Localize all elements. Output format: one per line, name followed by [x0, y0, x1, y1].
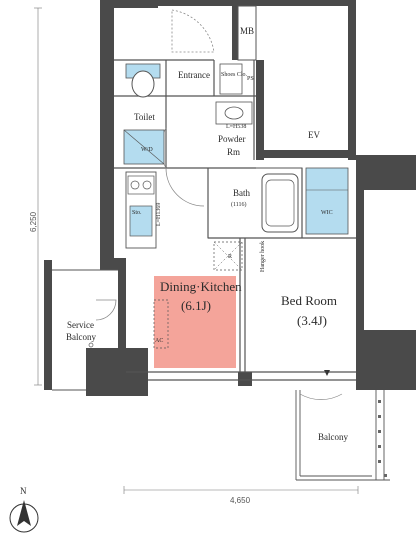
north-arrow-icon: [9, 500, 39, 533]
l-height-label-2: L=H1369: [156, 203, 162, 226]
ac-label: AC: [155, 338, 163, 344]
powder-room-label-line1: Powder: [218, 134, 246, 144]
service-balcony-label-2: Balcony: [66, 332, 96, 342]
refrigerator-space: [213, 241, 243, 271]
dimension-lines: [34, 7, 359, 494]
mb-room: [237, 5, 257, 61]
kitchen-sink: [129, 205, 153, 237]
service-balcony-door: [95, 299, 117, 321]
wall-mb: [232, 0, 238, 60]
mb-label: MB: [240, 26, 254, 36]
wall-right-lower-column: [356, 330, 416, 390]
wic: [305, 167, 349, 235]
width-dimension: 4,650: [230, 496, 251, 505]
wall-ev-bottom: [256, 150, 356, 158]
bed-room-label: Bed Room: [281, 293, 337, 308]
wall-top-right: [238, 0, 353, 6]
wic-label: WIC: [321, 210, 333, 216]
powder-room-label-line2: Rm: [227, 147, 240, 157]
bathtub: [261, 173, 299, 233]
ac-cabinet: [153, 299, 169, 349]
stove: [127, 175, 155, 195]
wall-top-entrance: [158, 0, 238, 6]
ps-label: PS: [247, 76, 254, 82]
service-balcony-outline: [52, 269, 118, 391]
wall-right-column: [356, 155, 416, 190]
kitchen-door-swing: [165, 167, 205, 207]
wall-left-step: [100, 258, 122, 270]
sink: [224, 106, 244, 120]
vanity: [215, 101, 253, 125]
ev-label: EV: [308, 130, 320, 140]
window-marker: [324, 370, 330, 376]
refrigerator-label: R: [228, 254, 232, 260]
entrance-door-swing: [171, 9, 215, 53]
toilet-bowl: [131, 70, 155, 98]
bed-room-size: (3.4J): [297, 313, 327, 328]
storage-label: Sto.: [132, 210, 142, 216]
l-height-label-1: L=H538: [226, 124, 246, 130]
entrance-label: Entrance: [178, 70, 210, 80]
washer-label: W/D: [141, 147, 153, 153]
toilet-label: Toilet: [134, 112, 155, 122]
bath-room: [207, 167, 303, 239]
balcony-label: Balcony: [318, 432, 348, 442]
dining-kitchen-size: (6.1J): [181, 298, 211, 313]
shoes-closet: [219, 63, 243, 95]
wall-ev-right: [348, 0, 356, 160]
wall-left-lower: [118, 258, 126, 348]
wall-right-upper: [356, 160, 364, 330]
north-label: N: [20, 486, 27, 496]
wall-service-balcony: [44, 260, 52, 390]
balcony-railing-dots: [378, 400, 387, 477]
shoes-closet-label: Shoes Clo.: [221, 72, 248, 78]
wall-left-column: [100, 0, 158, 8]
balcony: [295, 390, 390, 481]
bath-size-label: (1116): [231, 201, 247, 208]
dining-kitchen-label: Dining·Kitchen: [160, 279, 242, 294]
wall-ev-left: [256, 60, 264, 160]
depth-dimension: 6,250: [29, 211, 38, 232]
wall-left-upper: [100, 0, 114, 265]
wall-bottom-mid: [238, 372, 252, 386]
service-balcony-label-1: Service: [67, 320, 94, 330]
bath-label: Bath: [233, 188, 250, 198]
walls: [44, 0, 416, 396]
hanger-hook-label: Hanger hook: [260, 241, 266, 272]
